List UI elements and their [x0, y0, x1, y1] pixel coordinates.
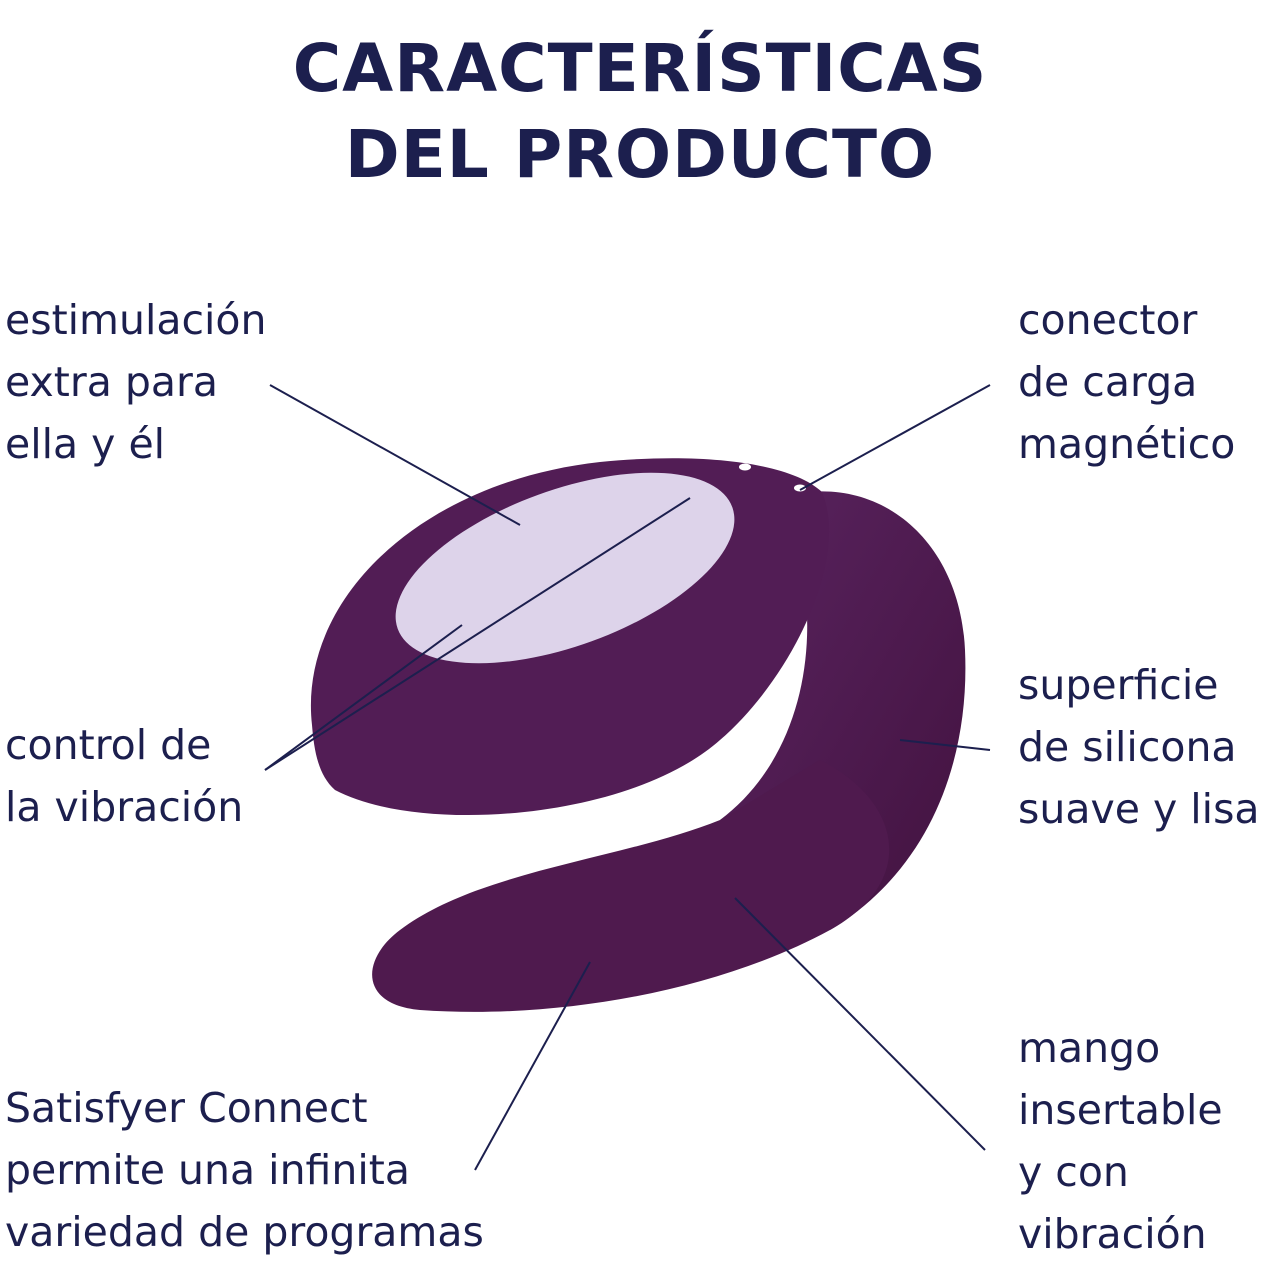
- label-line: variedad de programas: [5, 1208, 484, 1256]
- feature-stimulation: estimulación extra para ella y él: [5, 289, 267, 475]
- label-line: magnético: [1018, 420, 1236, 468]
- feature-app: Satisfyer Connect permite una infinita v…: [5, 1077, 484, 1263]
- label-line: mango: [1018, 1024, 1161, 1072]
- label-line: y con: [1018, 1148, 1129, 1196]
- feature-handle: mango insertable y con vibración: [1018, 1017, 1223, 1265]
- control-panel: [395, 472, 735, 664]
- label-line: superficie: [1018, 661, 1219, 709]
- label-line: insertable: [1018, 1086, 1223, 1134]
- feature-charger: conector de carga magnético: [1018, 289, 1235, 475]
- product-slit: [466, 756, 724, 839]
- label-line: de carga: [1018, 358, 1198, 406]
- label-line: Satisfyer Connect: [5, 1084, 368, 1132]
- label-line: vibración: [1018, 1210, 1207, 1258]
- feature-control: control de la vibración: [5, 714, 243, 838]
- label-line: permite una infinita: [5, 1146, 410, 1194]
- label-line: ella y él: [5, 420, 166, 468]
- charging-contact: [739, 463, 751, 471]
- label-line: suave y lisa: [1018, 785, 1260, 833]
- label-line: estimulación: [5, 296, 267, 344]
- label-line: de silicona: [1018, 723, 1237, 771]
- label-line: conector: [1018, 296, 1198, 344]
- label-line: control de: [5, 721, 212, 769]
- feature-surface: superficie de silicona suave y lisa: [1018, 654, 1260, 840]
- charging-contact: [794, 484, 806, 492]
- title-line-1: CARACTERÍSTICAS: [292, 30, 988, 107]
- label-line: la vibración: [5, 783, 244, 831]
- title-line-2: DEL PRODUCTO: [344, 116, 936, 193]
- product-insertable-handle: [372, 760, 890, 1012]
- leader-lines: [264, 384, 991, 1171]
- label-line: extra para: [5, 358, 218, 406]
